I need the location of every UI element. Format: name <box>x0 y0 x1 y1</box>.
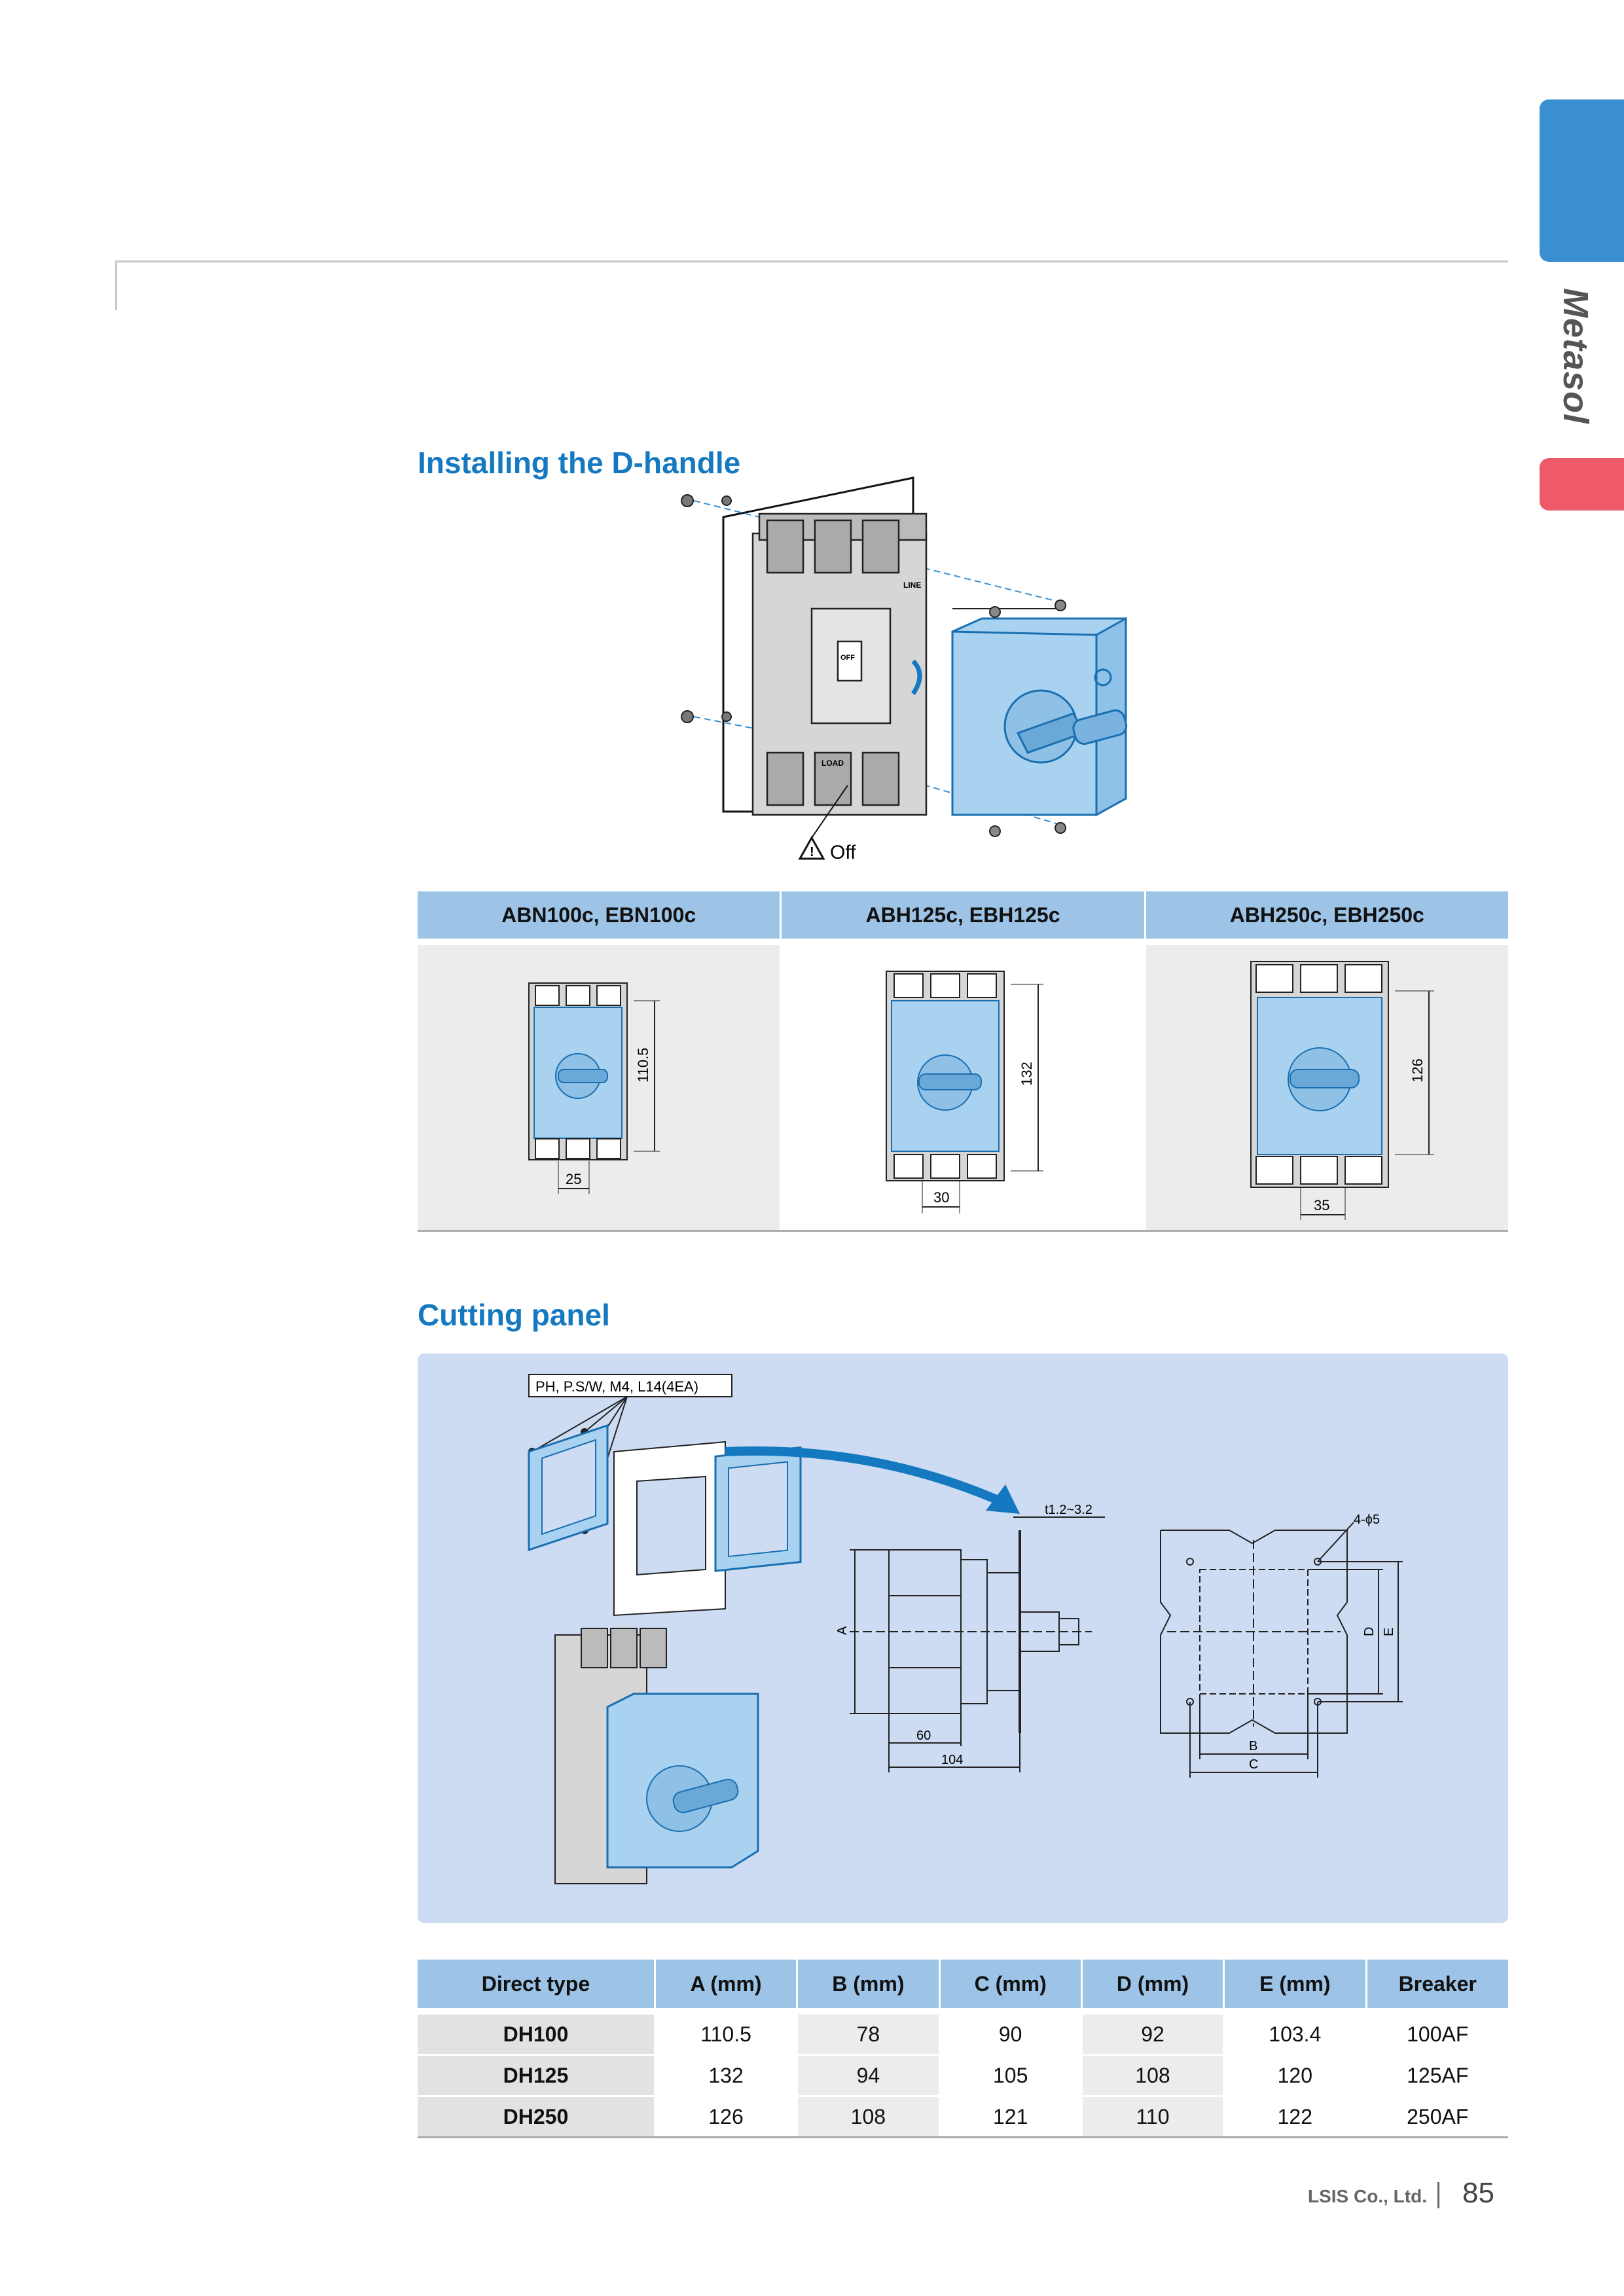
cell: DH125 <box>418 2054 656 2096</box>
cutting-illustration: PH, P.S/W, M4, L14(4EA) <box>528 1374 1403 1884</box>
hole-note: 4-ϕ5 <box>1354 1513 1380 1527</box>
cell: 132 <box>655 2054 799 2096</box>
cell: 103.4 <box>1223 2008 1367 2055</box>
cutting-title: Cutting panel <box>418 1298 610 1332</box>
cell: 92 <box>1081 2008 1225 2055</box>
col-b: B (mm) <box>797 1960 941 2011</box>
cell: 78 <box>797 2008 941 2055</box>
table-row: DH100 110.5 78 90 92 103.4 100AF <box>418 2008 1508 2055</box>
cell: 100AF <box>1366 2008 1508 2055</box>
abh250c-width: 35 <box>1314 1197 1329 1213</box>
cell: 94 <box>797 2054 941 2096</box>
cutting-panel: PH, P.S/W, M4, L14(4EA) <box>418 1354 1508 1923</box>
cell: DH250 <box>418 2095 656 2138</box>
install-title: Installing the D-handle <box>418 446 741 480</box>
svg-text:!: ! <box>810 845 814 859</box>
abh125c-drawing: 132 30 <box>886 971 1044 1213</box>
col-e: E (mm) <box>1223 1960 1367 2011</box>
abh250c-drawing: 126 35 <box>1250 961 1434 1220</box>
cell: 110 <box>1081 2095 1225 2138</box>
abn100c-width: 25 <box>566 1171 581 1187</box>
cell: 122 <box>1223 2095 1367 2138</box>
table-row: DH250 126 108 121 110 122 250AF <box>418 2095 1508 2138</box>
cell: 126 <box>655 2095 799 2138</box>
breaker-off-label: OFF <box>840 654 855 662</box>
cell: 125AF <box>1366 2054 1508 2096</box>
table-row: DH125 132 94 105 108 120 125AF <box>418 2054 1508 2096</box>
cell: DH100 <box>418 2008 656 2055</box>
cell: 108 <box>1081 2054 1225 2096</box>
model-header-abn100c: ABN100c, EBN100c <box>418 891 782 942</box>
thickness-label: t1.2~3.2 <box>1045 1503 1092 1517</box>
curve-arrow-icon <box>986 1484 1020 1514</box>
cell: 120 <box>1223 2054 1367 2096</box>
section-tab[interactable] <box>1540 458 1624 511</box>
dim-e-label: E <box>1382 1628 1396 1636</box>
rotate-arrow-icon <box>911 659 922 695</box>
model-cell-abh125c: 132 30 <box>780 939 1146 1232</box>
dim-c-label: C <box>1249 1757 1258 1772</box>
warning-off-label: Off <box>830 842 856 863</box>
chapter-tab[interactable] <box>1540 99 1624 262</box>
cell: 105 <box>939 2054 1083 2096</box>
cell: 90 <box>939 2008 1083 2055</box>
dim-b-label: B <box>1249 1739 1257 1753</box>
cell: 108 <box>797 2095 941 2138</box>
abh250c-height: 126 <box>1409 1058 1426 1083</box>
breaker-line-label: LINE <box>903 581 921 590</box>
col-breaker: Breaker <box>1366 1960 1508 2011</box>
screw-note: PH, P.S/W, M4, L14(4EA) <box>535 1378 698 1395</box>
warning-icon <box>798 835 825 860</box>
header-rule-tick <box>115 260 117 310</box>
side-label: Metasol <box>1506 288 1624 432</box>
col-d: D (mm) <box>1081 1960 1225 2011</box>
model-table: ABN100c, EBN100c ABH125c, EBH125c ABH250… <box>418 891 1508 1232</box>
footer-company: LSIS Co., Ltd. <box>1308 2186 1427 2206</box>
install-illustration: LINE LOAD OFF ! Off <box>681 476 1128 863</box>
abh125c-width: 30 <box>933 1189 949 1206</box>
cell: 250AF <box>1366 2095 1508 2138</box>
col-direct-type: Direct type <box>418 1960 656 2011</box>
abn100c-drawing: 110.5 25 <box>528 982 660 1194</box>
footer-divider <box>1437 2182 1439 2208</box>
col-a: A (mm) <box>655 1960 799 2011</box>
dim-a-label: A <box>835 1626 850 1635</box>
model-cell-abh250c: 126 35 <box>1145 939 1508 1232</box>
cell: 121 <box>939 2095 1083 2138</box>
model-header-abh125c: ABH125c, EBH125c <box>780 891 1146 942</box>
abh125c-height: 132 <box>1019 1062 1035 1086</box>
col-c: C (mm) <box>939 1960 1083 2011</box>
dim-60-label: 60 <box>916 1729 931 1743</box>
header-rule <box>115 260 1508 262</box>
dim-104-label: 104 <box>941 1753 963 1767</box>
dim-d-label: D <box>1362 1627 1377 1636</box>
brand-name: Metasol <box>1556 288 1595 425</box>
model-header-abh250c: ABH250c, EBH250c <box>1145 891 1508 942</box>
dimension-table: Direct type A (mm) B (mm) C (mm) D (mm) … <box>418 1960 1508 2138</box>
cell: 110.5 <box>655 2008 799 2055</box>
model-cell-abn100c: 110.5 25 <box>418 939 782 1232</box>
breaker-load-label: LOAD <box>821 759 844 768</box>
page-number: 85 <box>1462 2177 1494 2209</box>
abn100c-height: 110.5 <box>635 1048 651 1083</box>
